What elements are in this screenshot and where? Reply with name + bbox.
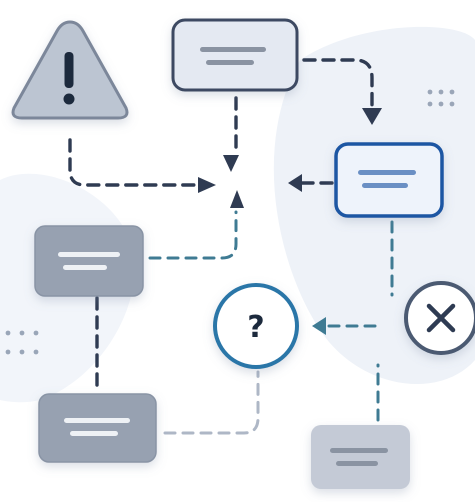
arrowhead-left-teal bbox=[312, 317, 326, 335]
flow-node-bottom-left bbox=[38, 393, 157, 463]
connector-bottom-left-to-question bbox=[163, 370, 260, 435]
connector-left-node-to-center bbox=[148, 210, 238, 260]
flow-node-active bbox=[334, 142, 444, 218]
arrowhead-up-center bbox=[230, 190, 244, 208]
question-symbol: ? bbox=[247, 310, 264, 345]
warning-triangle-icon bbox=[11, 20, 129, 120]
dot-grid-left bbox=[5, 330, 39, 355]
flow-node-top bbox=[171, 18, 299, 92]
dot-grid-right bbox=[427, 89, 455, 107]
close-circle-icon bbox=[404, 281, 475, 355]
question-circle-icon: ? bbox=[213, 283, 299, 369]
arrowhead-down-right bbox=[362, 108, 382, 125]
flow-node-bottom-right bbox=[311, 425, 410, 489]
connector-warning-to-center bbox=[68, 138, 202, 187]
arrowhead-pointing-left bbox=[288, 174, 302, 192]
arrowhead-down-center bbox=[223, 155, 239, 172]
arrowhead-left-center bbox=[198, 177, 216, 193]
flow-node-left bbox=[34, 225, 144, 297]
connector-top-node-right bbox=[302, 58, 374, 112]
